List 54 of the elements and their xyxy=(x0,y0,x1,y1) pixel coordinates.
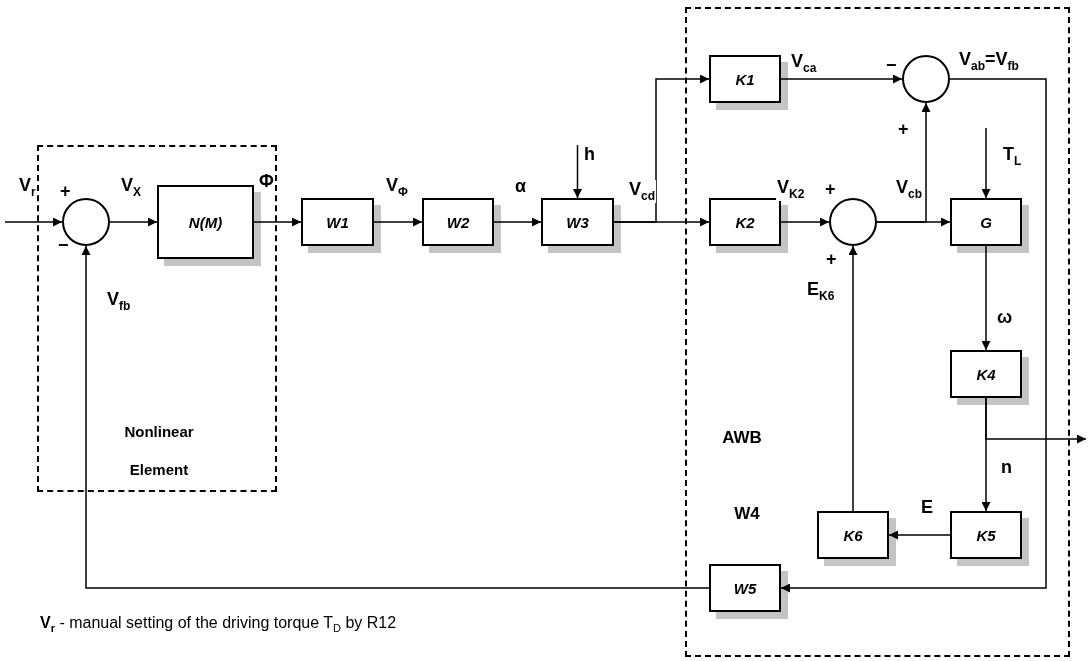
block-label: K5 xyxy=(976,526,996,544)
region-label: AWB xyxy=(721,427,763,449)
block-label: G xyxy=(980,213,992,231)
block-label: N(M) xyxy=(188,213,223,231)
sign-label: − xyxy=(58,236,69,254)
region-label: W4 xyxy=(733,503,761,525)
arrow xyxy=(981,245,991,351)
sign-label: + xyxy=(825,180,836,198)
signal-label: V$_{ab}$=V$_{fb}$ xyxy=(958,50,1020,73)
signal-label: V$_{Φ}$ xyxy=(385,176,409,199)
arrow xyxy=(780,78,1047,593)
region-label: Nonlinear Element xyxy=(123,422,195,480)
arrow xyxy=(876,102,931,223)
signal-label: V$_{r}$ xyxy=(18,176,37,199)
signal-label: T$_{L}$ xyxy=(1002,145,1023,168)
block-label: W2 xyxy=(446,213,470,231)
dashed-region xyxy=(685,7,1070,657)
arrow xyxy=(493,217,542,227)
arrow xyxy=(981,127,991,199)
summing-junction xyxy=(902,55,950,103)
block-label: K6 xyxy=(843,526,863,544)
block-label: K1 xyxy=(735,70,755,88)
signal-label: V$_{cd}$ xyxy=(628,180,657,203)
block-label: K4 xyxy=(976,365,996,383)
arrow xyxy=(780,217,830,227)
sign-label: − xyxy=(886,56,897,74)
block-label: W5 xyxy=(733,579,757,597)
arrow xyxy=(888,530,951,540)
arrow xyxy=(613,217,710,227)
signal-label: V$_{cb}$ xyxy=(895,178,924,201)
signal-label: V$_{ca}$ xyxy=(790,52,818,75)
arrow xyxy=(373,217,423,227)
arrow xyxy=(109,217,158,227)
arrow xyxy=(985,397,1087,444)
summing-junction xyxy=(829,198,877,246)
arrow xyxy=(573,144,582,199)
arrow xyxy=(81,245,710,589)
signal-label: V$_{X}$ xyxy=(120,176,143,199)
signal-label: E$_{K6}$ xyxy=(806,280,836,303)
caption: V$_{r}$ - manual setting of the driving torque T$_{D}$ by R12 xyxy=(40,614,397,635)
block-label: K2 xyxy=(735,213,755,231)
signal-label: V$_{fb}$ xyxy=(106,290,132,313)
dashed-region xyxy=(37,145,277,492)
arrow xyxy=(780,74,903,84)
arrow xyxy=(253,217,302,227)
signal-label: V$_{K2}$ xyxy=(776,178,806,201)
sign-label: + xyxy=(826,250,837,268)
sign-label: + xyxy=(898,120,909,138)
block-label: W1 xyxy=(326,213,349,231)
summing-junction xyxy=(62,198,110,246)
arrow xyxy=(4,217,63,227)
arrow xyxy=(848,245,858,512)
block-label: W3 xyxy=(566,213,589,231)
sign-label: + xyxy=(60,182,71,200)
